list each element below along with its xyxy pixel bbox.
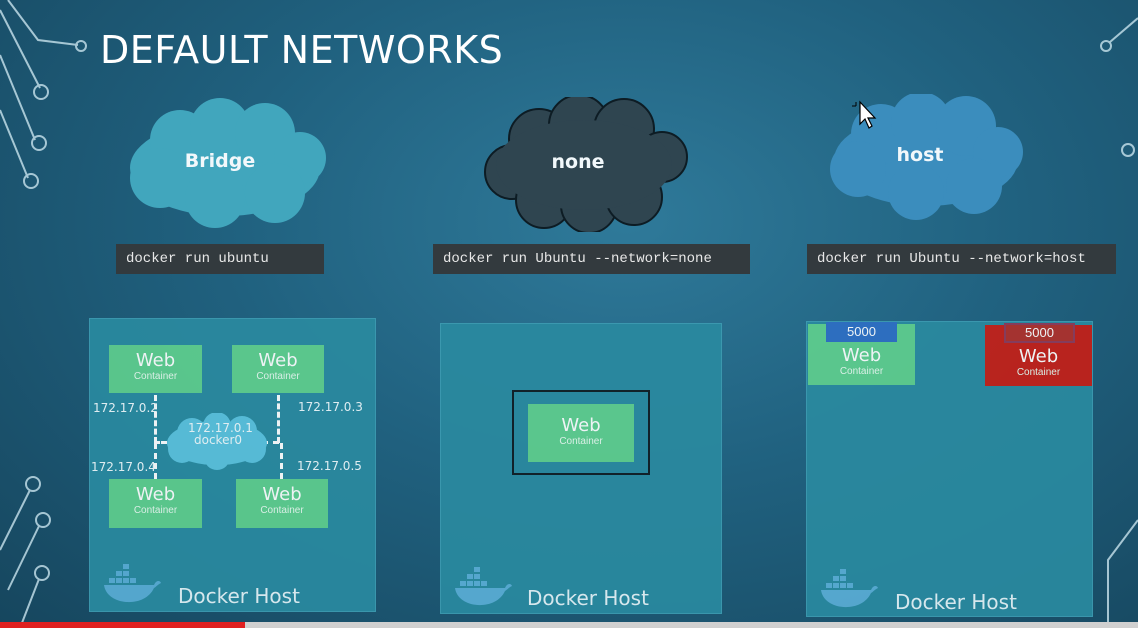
link-line [262, 441, 279, 444]
video-progress-bar[interactable] [0, 622, 1138, 628]
bridge-gateway-ip: 172.17.0.1 [188, 421, 253, 435]
none-command: docker run Ubuntu --network=none [433, 244, 750, 274]
circuit-decoration-right [1100, 17, 1138, 157]
ip-label: 172.17.0.2 [93, 401, 158, 415]
slide-title: DEFAULT NETWORKS [100, 28, 504, 72]
bridge-command: docker run ubuntu [116, 244, 324, 274]
bridge-docker-host: Web Container Web Container Web Containe… [89, 318, 376, 612]
none-network-label: none [551, 151, 605, 173]
link-line [154, 441, 174, 444]
host-command: docker run Ubuntu --network=host [807, 244, 1116, 274]
none-cloud [484, 97, 688, 232]
container-title: Web [262, 484, 302, 505]
host-cloud [830, 94, 1023, 220]
container-subtitle: Container [133, 371, 178, 382]
docker-host-label: Docker Host [527, 586, 649, 610]
link-line [154, 395, 157, 443]
container-title: Web [1018, 346, 1059, 367]
container-title: Web [561, 415, 601, 436]
mouse-cursor-icon [852, 100, 877, 129]
link-line [280, 443, 283, 479]
bridge-cloud [130, 98, 326, 228]
host-network-label: host [896, 144, 944, 166]
web-container: Web Container [109, 345, 202, 393]
isolated-network-box [512, 390, 650, 475]
container-title: Web [135, 484, 176, 505]
web-container: Web Container [232, 345, 324, 393]
circuit-decoration-bottom-right [1107, 519, 1138, 628]
container-subtitle: Container [260, 505, 304, 516]
circuit-decoration-left [0, 0, 87, 189]
none-docker-host: Web Container Docker Host [440, 323, 722, 614]
container-subtitle: Container [1016, 367, 1061, 378]
link-line [154, 443, 157, 479]
link-line [277, 395, 280, 443]
container-subtitle: Container [559, 436, 603, 447]
container-title: Web [258, 350, 298, 371]
container-subtitle: Container [256, 371, 300, 382]
docker-whale-icon [455, 567, 512, 606]
port-badge-conflict: 5000 [1004, 323, 1075, 343]
web-container: Web Container [109, 479, 202, 528]
docker-whale-icon [821, 569, 878, 608]
circuit-decoration-bottom-left [0, 476, 51, 628]
ip-label: 172.17.0.3 [298, 400, 363, 414]
docker-whale-icon [104, 564, 161, 603]
web-container: Web Container [528, 404, 634, 462]
docker-host-label: Docker Host [178, 584, 300, 608]
ip-label: 172.17.0.4 [91, 460, 156, 474]
container-subtitle: Container [839, 366, 884, 377]
docker0-bridge-cloud [167, 413, 267, 470]
video-progress-played [0, 622, 245, 628]
host-docker-host: Web Container 5000 Web Container 5000 Do… [806, 321, 1093, 617]
bridge-interface-name: docker0 [194, 433, 243, 447]
docker-host-label: Docker Host [895, 590, 1017, 614]
port-badge: 5000 [826, 322, 897, 342]
bridge-network-label: Bridge [184, 150, 256, 172]
container-subtitle: Container [133, 505, 178, 516]
ip-label: 172.17.0.5 [297, 459, 362, 473]
container-title: Web [841, 345, 882, 366]
container-title: Web [135, 350, 176, 371]
web-container: Web Container [236, 479, 328, 528]
